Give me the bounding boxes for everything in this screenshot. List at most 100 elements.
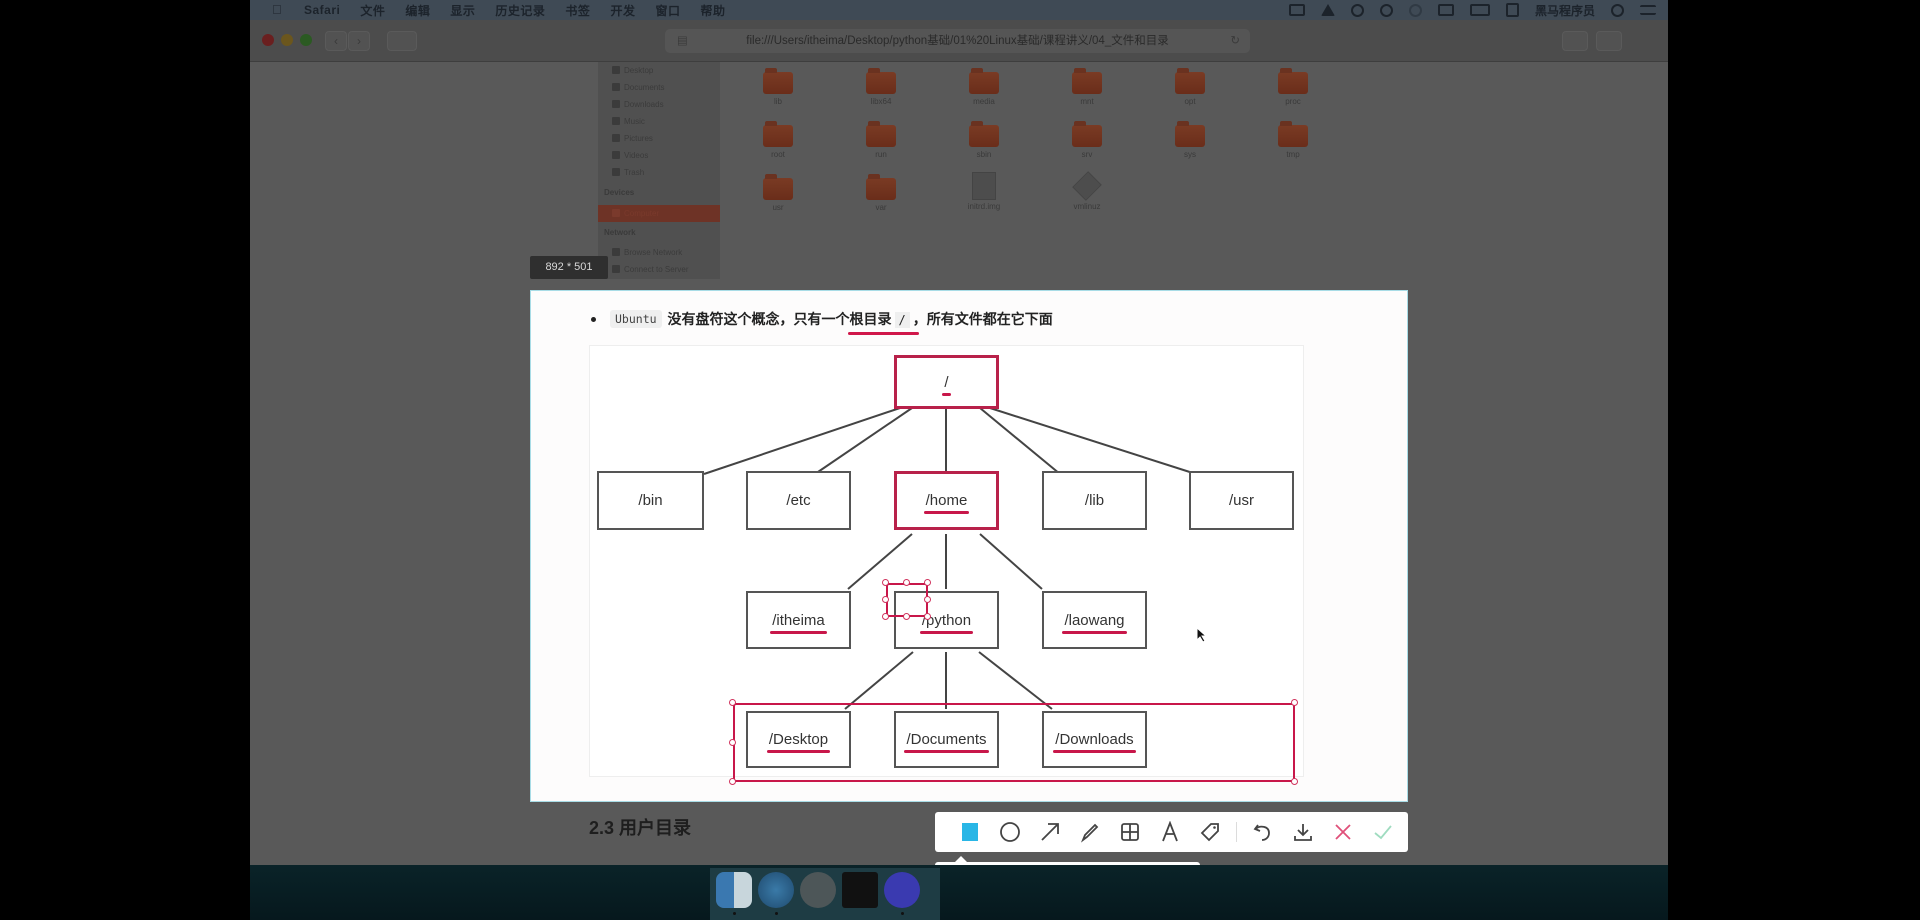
screen-record-icon[interactable] [1288, 4, 1305, 16]
list-icon[interactable] [1640, 5, 1656, 15]
apple-icon[interactable]:  [272, 3, 290, 17]
sidebar-item-browse-network[interactable]: Browse Network [612, 248, 682, 257]
sidebar-item-pictures[interactable]: Pictures [612, 134, 653, 143]
resize-handle[interactable] [729, 699, 736, 706]
download-button[interactable] [1283, 812, 1323, 852]
launchpad-dock-icon[interactable] [800, 872, 836, 908]
file-item[interactable]: libx64 [851, 68, 911, 106]
reload-icon[interactable]: ↻ [1230, 35, 1240, 47]
keyboard-icon[interactable] [1469, 4, 1490, 16]
file-item[interactable]: root [748, 121, 808, 159]
sidebar-item-connect-server[interactable]: Connect to Server [612, 265, 688, 274]
menu-window[interactable]: 窗口 [655, 3, 681, 18]
zoom-window-button[interactable] [300, 34, 312, 46]
menu-develop[interactable]: 开发 [610, 3, 636, 18]
resize-handle[interactable] [729, 778, 736, 785]
search-icon[interactable] [1611, 3, 1624, 17]
folder-icon [866, 174, 896, 200]
sidebar-item-downloads[interactable]: Downloads [612, 100, 664, 109]
mosaic-icon [1121, 823, 1139, 841]
resize-handle[interactable] [882, 579, 889, 586]
sidebar-toggle-icon[interactable] [387, 31, 417, 51]
sidebar-item-desktop[interactable]: Desktop [612, 66, 653, 75]
file-item[interactable]: tmp [1263, 121, 1323, 159]
rectangle-tool-button[interactable] [950, 812, 990, 852]
file-item[interactable]: srv [1057, 121, 1117, 159]
undo-button[interactable] [1243, 812, 1283, 852]
sync-icon[interactable] [1379, 3, 1393, 17]
arrow-tool-button[interactable] [1030, 812, 1070, 852]
scissors-icon[interactable] [1350, 3, 1364, 17]
sidebar-item-trash[interactable]: Trash [612, 168, 644, 177]
screen-recorder-dock-icon[interactable] [884, 872, 920, 908]
file-item[interactable]: sys [1160, 121, 1220, 159]
folder-icon [1278, 68, 1308, 94]
text-tool-button[interactable] [1150, 812, 1190, 852]
undo-icon [1253, 824, 1270, 841]
sidebar-item-computer-selected[interactable] [598, 205, 720, 222]
file-item[interactable]: lib [748, 68, 808, 106]
resize-handle[interactable] [903, 579, 910, 586]
annotation-rectangle-large[interactable] [733, 703, 1295, 782]
file-item[interactable]: mnt [1057, 68, 1117, 106]
resize-handle[interactable] [924, 579, 931, 586]
annotation-rectangle-small[interactable] [886, 583, 928, 617]
menu-view[interactable]: 显示 [450, 3, 476, 18]
confirm-button[interactable] [1363, 812, 1403, 852]
minimize-window-button[interactable] [281, 34, 293, 46]
video-icon [612, 151, 620, 159]
file-item[interactable]: var [851, 174, 911, 212]
menu-history[interactable]: 历史记录 [495, 3, 546, 18]
calendar-icon[interactable] [1505, 3, 1519, 17]
resize-handle[interactable] [882, 596, 889, 603]
user-name[interactable]: 黑马程序员 [1534, 3, 1595, 18]
sidebar-item-documents[interactable]: Documents [612, 83, 664, 92]
reader-icon[interactable]: ▤ [677, 35, 688, 47]
file-item[interactable]: opt [1160, 68, 1220, 106]
menu-safari[interactable]: Safari [304, 3, 341, 17]
back-button[interactable]: ‹ [325, 31, 347, 51]
ellipse-tool-button[interactable] [990, 812, 1030, 852]
menu-edit[interactable]: 编辑 [405, 3, 431, 18]
sidebar-item-computer[interactable]: Computer [612, 209, 659, 218]
resize-handle[interactable] [1291, 778, 1298, 785]
share-icon[interactable] [1562, 31, 1588, 51]
sidebar-item-videos[interactable]: Videos [612, 151, 648, 160]
tag-tool-button[interactable] [1190, 812, 1230, 852]
tabs-icon[interactable] [1596, 31, 1622, 51]
resize-handle[interactable] [924, 613, 931, 620]
file-item[interactable]: usr [748, 174, 808, 212]
file-item[interactable]: media [954, 68, 1014, 106]
menu-bookmarks[interactable]: 书签 [565, 3, 591, 18]
resize-handle[interactable] [924, 596, 931, 603]
resize-handle[interactable] [903, 613, 910, 620]
cancel-button[interactable] [1323, 812, 1363, 852]
resize-handle[interactable] [729, 739, 736, 746]
browser-toolbar: ‹ › ▤ file:///Users/itheima/Desktop/pyth… [250, 20, 1668, 62]
tag-icon [1200, 823, 1219, 842]
file-item[interactable]: sbin [954, 121, 1014, 159]
terminal-dock-icon[interactable] [842, 872, 878, 908]
status-area: 黑马程序员 [1288, 0, 1656, 20]
network-heading: Network [604, 228, 636, 237]
airplay-icon[interactable] [1437, 4, 1454, 16]
address-bar[interactable]: ▤ file:///Users/itheima/Desktop/python基础… [665, 29, 1250, 53]
close-window-button[interactable] [262, 34, 274, 46]
pen-tool-button[interactable] [1070, 812, 1110, 852]
sidebar-item-music[interactable]: Music [612, 117, 645, 126]
capture-region[interactable]: Ubuntu 没有盘符这个概念，只有一个 根目录/ ，所有文件都在它下面 [530, 290, 1408, 802]
safari-dock-icon[interactable] [758, 872, 794, 908]
resize-handle[interactable] [1291, 699, 1298, 706]
resize-handle[interactable] [882, 613, 889, 620]
wifi-icon[interactable] [1408, 3, 1422, 17]
file-item[interactable]: proc [1263, 68, 1323, 106]
file-item[interactable]: vmlinuz [1057, 171, 1117, 211]
forward-button[interactable]: › [348, 31, 370, 51]
menu-help[interactable]: 帮助 [700, 3, 726, 18]
finder-dock-icon[interactable] [716, 872, 752, 908]
file-item[interactable]: run [851, 121, 911, 159]
location-icon[interactable] [1320, 4, 1335, 16]
mosaic-tool-button[interactable] [1110, 812, 1150, 852]
menu-file[interactable]: 文件 [360, 3, 386, 18]
file-item[interactable]: initrd.img [954, 172, 1014, 211]
